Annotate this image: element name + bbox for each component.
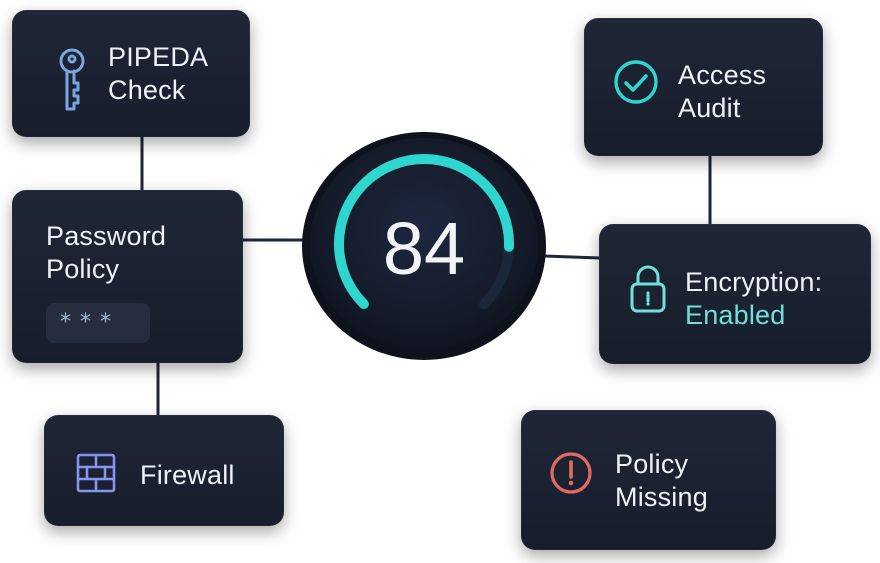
firewall-label: Firewall bbox=[140, 460, 235, 490]
padlock-icon bbox=[630, 265, 666, 313]
pipeda-check-card[interactable]: PIPEDA Check bbox=[12, 10, 250, 137]
firewall-card[interactable]: Firewall bbox=[44, 415, 284, 526]
access-audit-card[interactable]: Access Audit bbox=[584, 18, 823, 156]
policy-missing-line2: Missing bbox=[615, 482, 708, 512]
security-score-gauge: 84 bbox=[300, 130, 548, 362]
access-label-line1: Access bbox=[678, 60, 767, 90]
policy-missing-line1: Policy bbox=[615, 449, 689, 479]
gauge-dial bbox=[302, 132, 546, 360]
connector-gauge-encryption bbox=[543, 254, 601, 260]
password-label-line1: Password bbox=[46, 221, 167, 251]
pipeda-label-line2: Check bbox=[108, 75, 186, 105]
access-label-line2: Audit bbox=[678, 93, 741, 123]
warning-circle-icon bbox=[550, 452, 592, 494]
password-policy-card[interactable]: Password Policy *** bbox=[12, 190, 243, 363]
score-value: 84 bbox=[382, 206, 466, 290]
key-icon bbox=[59, 48, 85, 111]
policy-missing-card[interactable]: Policy Missing bbox=[521, 410, 776, 550]
check-circle-icon bbox=[614, 60, 658, 104]
pipeda-label-line1: PIPEDA bbox=[108, 42, 209, 72]
password-mask-field: *** bbox=[46, 303, 150, 343]
encryption-status: Enabled bbox=[685, 300, 786, 330]
encryption-label-line1: Encryption: bbox=[685, 267, 823, 297]
gauge-progress-arc bbox=[334, 154, 514, 310]
firewall-brick-icon bbox=[76, 453, 116, 493]
password-label-line2: Policy bbox=[46, 254, 120, 284]
encryption-card[interactable]: Encryption: Enabled bbox=[599, 224, 871, 364]
